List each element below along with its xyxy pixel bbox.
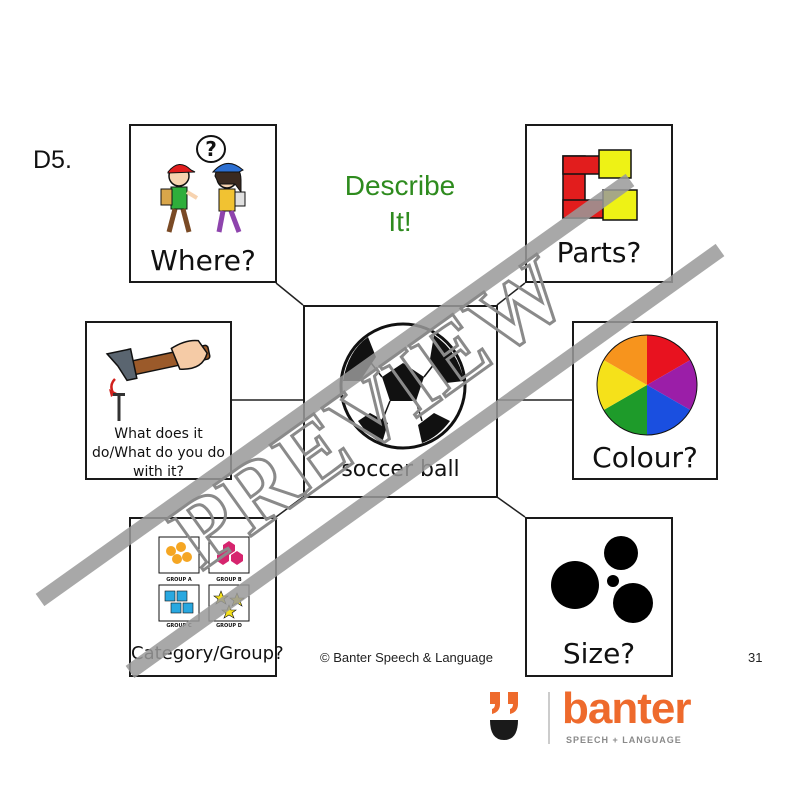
slide-id-label: D5. [33, 146, 72, 174]
size-circles-icon [551, 536, 653, 623]
title-line-2: It! [388, 206, 412, 237]
footer [0, 683, 800, 800]
colour-wheel-icon [596, 334, 698, 436]
parts-label: Parts? [556, 236, 642, 269]
logo-tagline: SPEECH + LANGUAGE [566, 735, 682, 745]
group-b-label: GROUP B [216, 577, 242, 583]
page-number: 31 [748, 650, 763, 665]
logo-divider [548, 692, 550, 744]
title-line-1: Describe [344, 170, 456, 201]
function-label: What does it do/What do you do with it? [87, 425, 230, 482]
group-d-label: GROUP D [216, 623, 242, 629]
group-c-label: GROUP C [166, 623, 192, 629]
group-a-label: GROUP A [166, 577, 192, 583]
children-walking-icon: ? [160, 135, 246, 233]
size-card: Size? [525, 517, 673, 677]
category-card: GROUP A GROUP B GROUP C GROUP D Category… [129, 517, 284, 677]
category-groups-icon: GROUP A GROUP B GROUP C GROUP D [158, 536, 250, 629]
hammer-nail-icon [105, 339, 211, 421]
size-label: Size? [562, 637, 636, 670]
colour-label: Colour? [592, 441, 698, 474]
function-line-3: with it? [133, 464, 184, 480]
where-label: Where? [150, 244, 256, 277]
svg-text:?: ? [205, 137, 217, 161]
function-line-2: do/What do you do [92, 445, 225, 461]
function-line-1: What does it [114, 426, 203, 442]
banter-logo-mark-icon [490, 692, 518, 740]
where-card: ? Where? [129, 124, 277, 283]
function-card: What does it do/What do you do with it? [85, 321, 232, 480]
watermark-text: PREVIEW [151, 235, 586, 589]
colour-card: Colour? [572, 321, 718, 480]
copyright-text: © Banter Speech & Language [320, 650, 493, 665]
slide-title: Describe It! [320, 168, 480, 240]
logo-wordmark: banter [562, 684, 691, 733]
